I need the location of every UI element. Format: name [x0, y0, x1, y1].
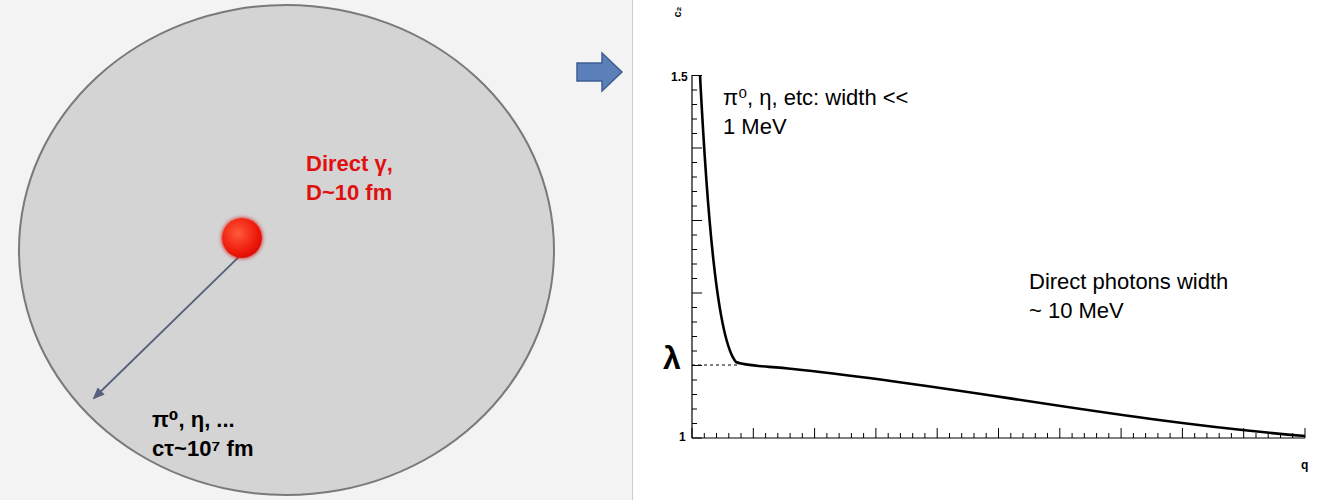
block-arrow	[577, 53, 622, 91]
direct-photon-dot: Direct γ, D~10 fm	[222, 218, 262, 258]
axis-title: q	[1301, 458, 1308, 472]
correlation-plot-panel: π⁰, η, etc: width << 1 MeV Direct photons…	[632, 0, 1323, 500]
direct-photon-label: Direct γ, D~10 fm	[306, 150, 446, 207]
radius-arrow	[20, 6, 557, 498]
decay-width-note: π⁰, η, etc: width << 1 MeV	[723, 84, 913, 141]
source-region-ellipse: π⁰, η, ... cτ~10⁷ fm Direct γ, D~10 fm	[18, 4, 555, 496]
tick-label: 1.5	[671, 70, 688, 84]
tick-label: 1	[679, 430, 686, 444]
lambda-label: λ	[663, 340, 681, 377]
decay-photon-label: π⁰, η, ... cτ~10⁷ fm	[152, 406, 302, 463]
direct-width-note: Direct photons width ~ 10 MeV	[1029, 268, 1247, 325]
correlation-plot	[633, 0, 1323, 500]
axis-title: c₂	[671, 6, 683, 17]
